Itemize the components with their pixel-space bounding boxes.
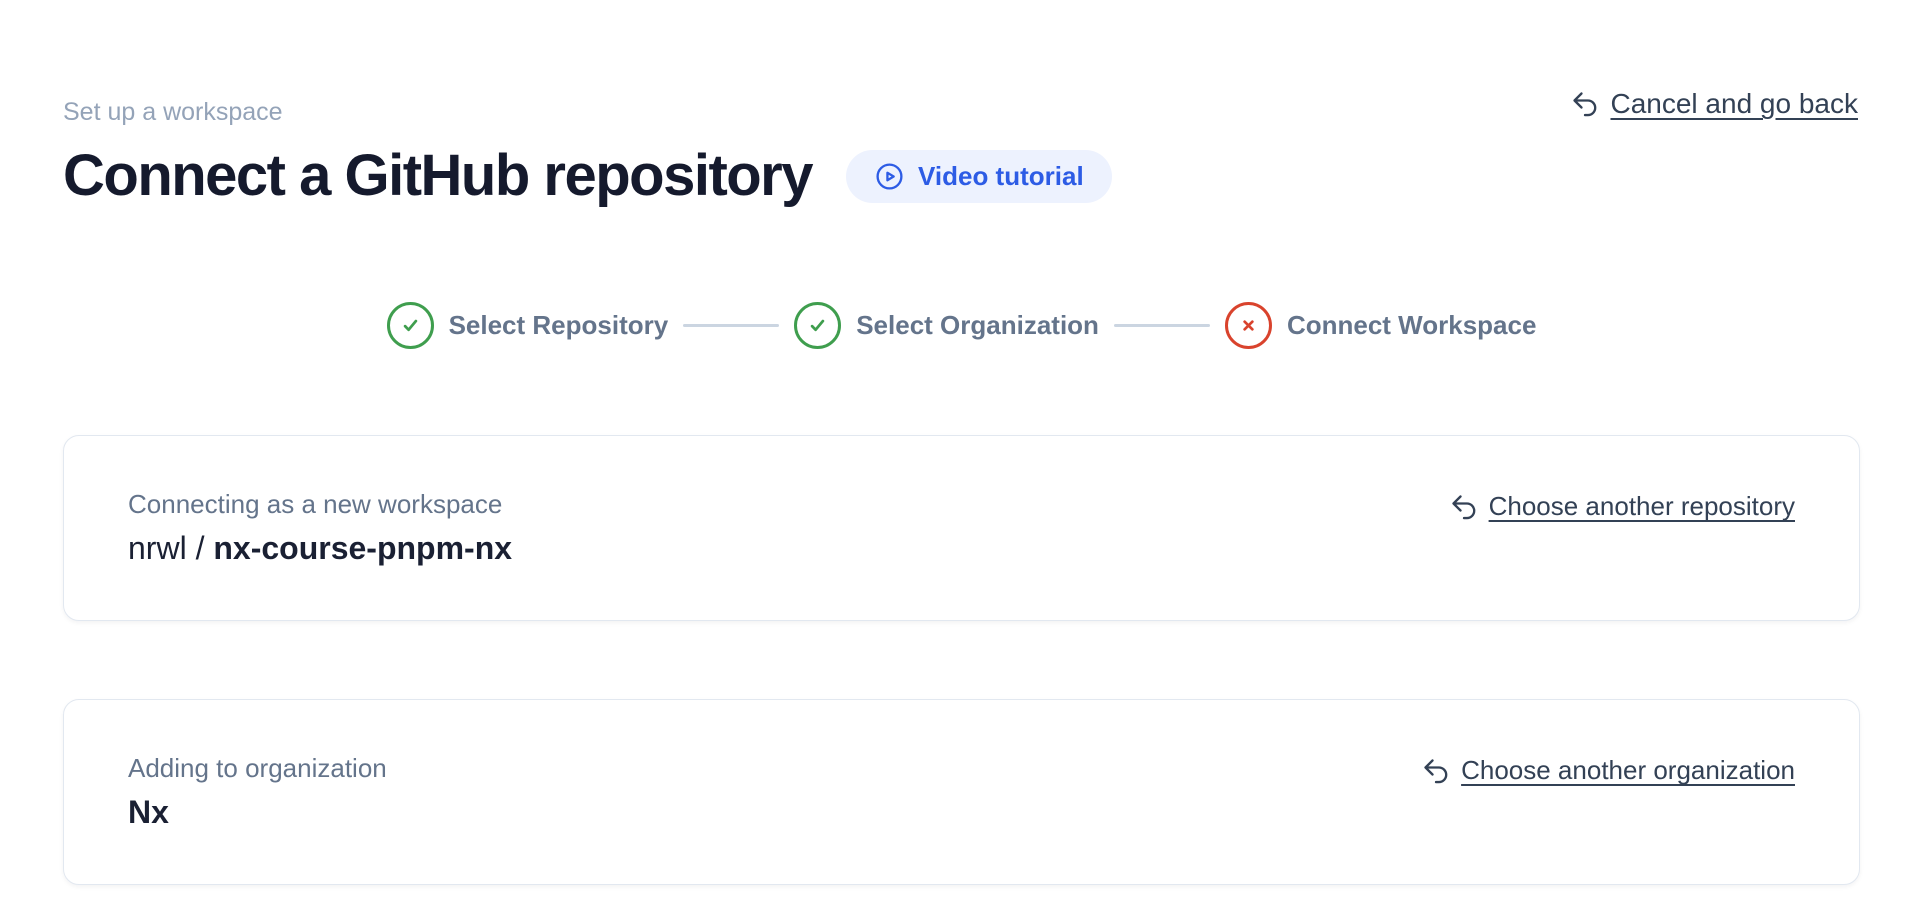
step-label: Connect Workspace [1286,310,1537,340]
repository-card: Connecting as a new workspace nrwl / nx-… [63,435,1860,621]
choose-another-organization-link[interactable]: Choose another organization [1422,755,1795,786]
step-label: Select Organization [856,310,1099,340]
organization-card-info: Adding to organization Nx [128,752,387,832]
video-tutorial-label: Video tutorial [918,160,1084,191]
choose-another-repository-link[interactable]: Choose another repository [1450,491,1795,522]
step-error-x-icon [1224,302,1272,349]
step-label: Select Repository [448,310,669,340]
choose-another-repository-label: Choose another repository [1488,491,1795,521]
video-tutorial-button[interactable]: Video tutorial [846,149,1112,203]
organization-card-subtitle: Adding to organization [128,753,387,783]
setup-stepper: Select Repository Select Organization Co… [63,302,1860,349]
step-complete-check-icon [386,302,434,349]
step-select-repository: Select Repository [386,302,669,349]
organization-name: Nx [128,794,169,830]
eyebrow-label: Set up a workspace [63,98,283,126]
undo-arrow-icon [1571,90,1599,118]
repository-card-info: Connecting as a new workspace nrwl / nx-… [128,488,512,568]
stepper-connector [1113,324,1210,327]
cancel-and-go-back-label: Cancel and go back [1610,88,1858,119]
play-circle-icon [874,161,905,192]
stepper-connector [683,324,780,327]
repository-owner: nrwl / [128,530,214,566]
step-connect-workspace: Connect Workspace [1224,302,1537,349]
repository-repo-name: nx-course-pnpm-nx [213,530,513,566]
choose-another-organization-label: Choose another organization [1461,755,1795,785]
undo-arrow-icon [1422,757,1450,785]
page-header: Set up a workspace Connect a GitHub repo… [63,96,1860,208]
step-complete-check-icon [794,302,842,349]
cancel-and-go-back-link[interactable]: Cancel and go back [1571,88,1858,120]
title-row: Connect a GitHub repository Video tutori… [63,144,1860,208]
repository-card-subtitle: Connecting as a new workspace [128,489,503,519]
organization-card: Adding to organization Nx Choose another… [63,699,1860,885]
step-select-organization: Select Organization [794,302,1099,349]
page-title: Connect a GitHub repository [63,143,814,208]
undo-arrow-icon [1450,493,1478,521]
repository-name: nrwl / nx-course-pnpm-nx [128,528,512,568]
